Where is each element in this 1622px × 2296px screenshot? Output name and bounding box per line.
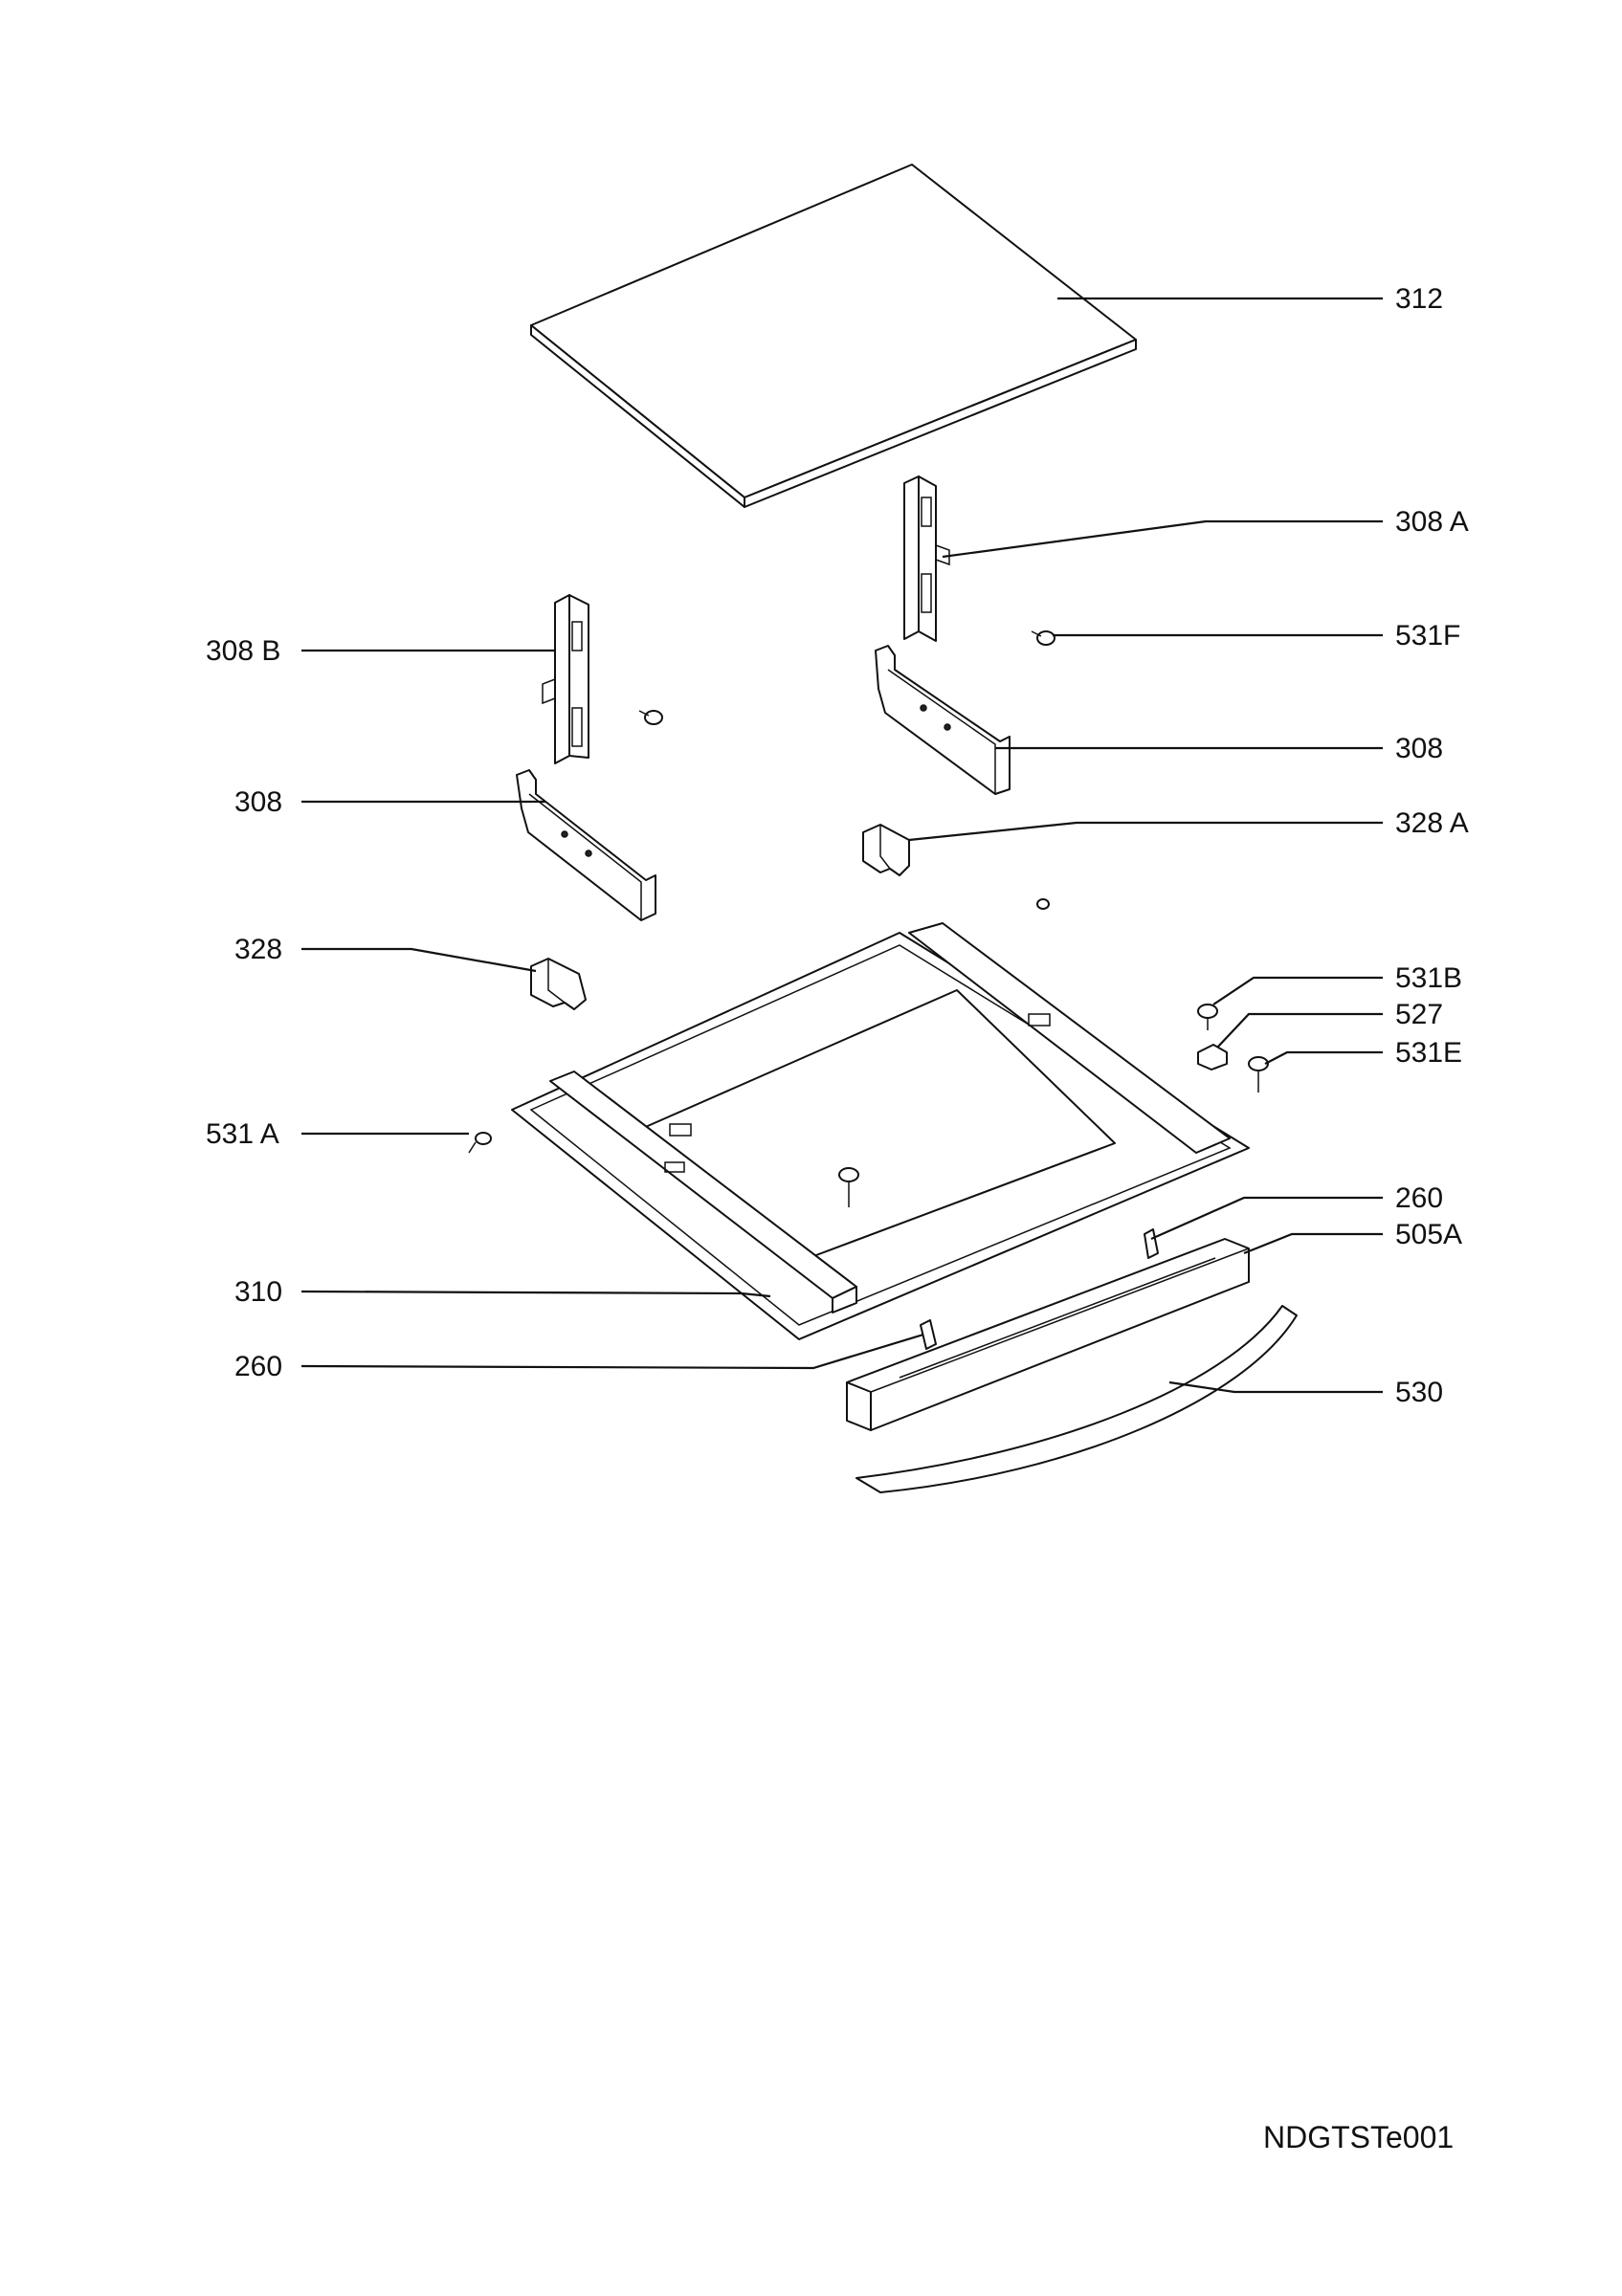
callout-531a: 531 A: [206, 1118, 279, 1150]
loose-screw-upper-left: [638, 710, 663, 725]
part-531f-screw: [1031, 630, 1055, 646]
callout-531b: 531B: [1395, 962, 1462, 994]
part-328-clip: [530, 958, 587, 1010]
part-530-trim-strip: [855, 1305, 1298, 1493]
callout-531e: 531E: [1395, 1037, 1462, 1069]
part-308-right-rail: [875, 645, 1011, 795]
part-531a-screw: [468, 1132, 492, 1154]
part-328a-clip: [862, 824, 910, 876]
callout-308-right: 308: [1395, 733, 1443, 764]
callout-530: 530: [1395, 1377, 1443, 1408]
drawing-code: NDGTSTe001: [1263, 2120, 1454, 2154]
callout-310: 310: [234, 1276, 282, 1308]
part-308a-vertical-bracket: [903, 475, 950, 642]
part-308b-vertical-bracket: [542, 594, 589, 764]
callout-328a: 328 A: [1395, 807, 1469, 839]
leader-lines: [300, 297, 1383, 1394]
part-260-left-tab: [920, 1319, 937, 1350]
callout-260-left: 260: [234, 1351, 282, 1382]
part-531b-screw: [1197, 1004, 1218, 1030]
part-531e-screw: [1248, 1056, 1269, 1093]
loose-screw-tray: [1036, 898, 1050, 910]
callout-527: 527: [1395, 999, 1443, 1030]
callout-531f: 531F: [1395, 620, 1460, 651]
callout-505a: 505A: [1395, 1219, 1462, 1250]
part-312-top-panel: [530, 164, 1137, 508]
callout-260-right: 260: [1395, 1182, 1443, 1214]
part-310-tray-frame: [511, 922, 1250, 1340]
part-260-right-tab: [1144, 1228, 1159, 1259]
callout-308a: 308 A: [1395, 506, 1469, 538]
callout-308-left: 308: [234, 786, 282, 818]
callout-312: 312: [1395, 283, 1443, 315]
part-505a-front-channel: [846, 1238, 1250, 1431]
callout-308b: 308 B: [206, 635, 280, 667]
part-527-nut: [1197, 1044, 1228, 1071]
part-308-left-rail: [516, 769, 656, 921]
callout-328: 328: [234, 934, 282, 965]
callout-labels: 312 308 A 531F 308 328 A 531B 527 531E 2…: [206, 283, 1469, 1408]
